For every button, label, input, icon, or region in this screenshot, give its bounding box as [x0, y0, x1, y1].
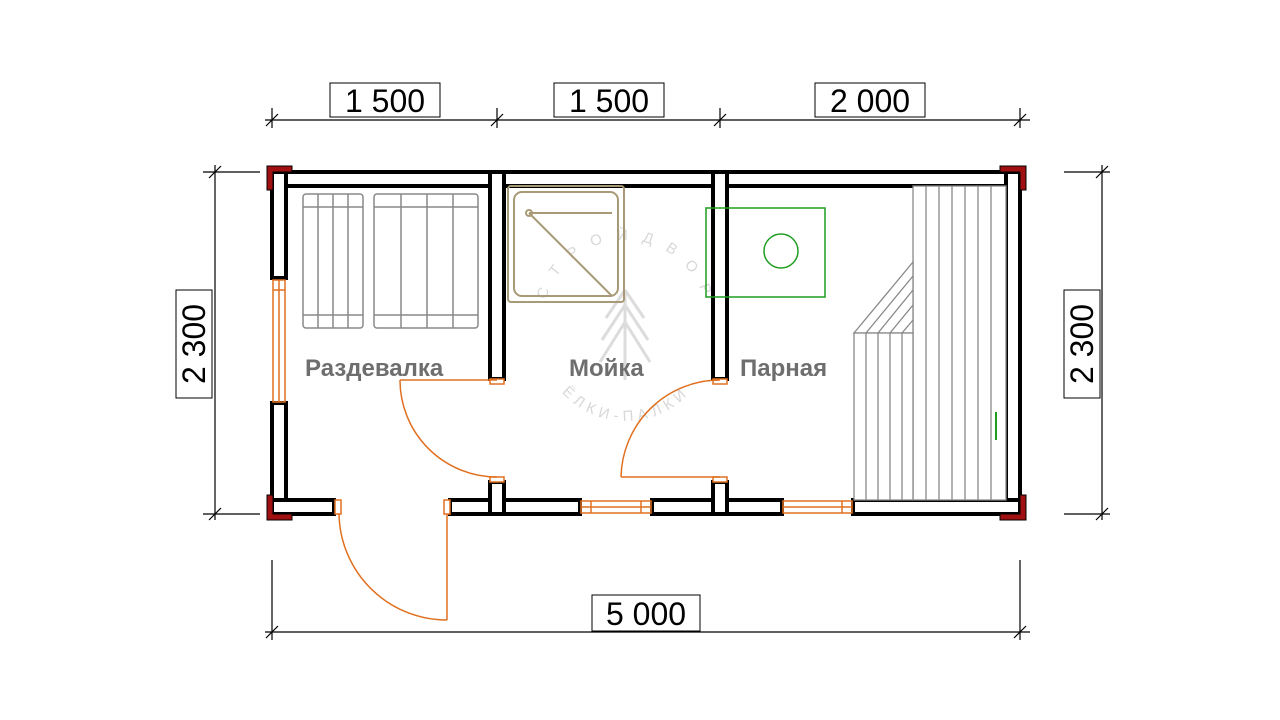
watermark-lower-text: ЁЛКИ-ПАЛКИ — [559, 383, 693, 425]
dim-box-right — [1063, 289, 1101, 399]
dim-box-left — [175, 289, 213, 399]
window-bottom-1 — [580, 500, 652, 514]
corner-post-br — [999, 494, 1027, 521]
watermark-tree-icon — [598, 289, 652, 380]
dim-label-left: 2 300 — [176, 304, 212, 384]
bottom-dimension — [265, 560, 1030, 640]
right-dimension — [1064, 165, 1110, 521]
wall-bottom-mid-a — [448, 498, 582, 516]
dim-label-top-1: 1 500 — [345, 83, 425, 119]
stove — [705, 207, 826, 298]
window-left — [272, 279, 286, 403]
corner-posts — [266, 165, 1027, 521]
corner-post-tr — [999, 165, 1027, 191]
dim-box-bottom — [591, 594, 701, 632]
dim-box-top-2 — [553, 82, 665, 118]
door-dressing-to-wash[interactable] — [399, 378, 505, 483]
corner-post-bl — [266, 494, 293, 521]
shower-tray — [507, 185, 625, 303]
dim-label-bottom: 5 000 — [606, 596, 686, 632]
bench-2 — [373, 193, 479, 329]
left-dimension — [203, 165, 260, 521]
room-label-dressing: Раздевалка — [305, 355, 444, 382]
wall-joins — [274, 174, 1018, 512]
room-label-steam: Парная — [740, 355, 827, 382]
sauna-shelves — [852, 185, 1007, 501]
wall-left-lower — [270, 401, 288, 516]
corner-post-tl — [266, 165, 293, 191]
wall-left-upper — [270, 170, 288, 280]
room-label-wash: Мойка — [569, 355, 644, 382]
door-entrance[interactable] — [334, 499, 451, 621]
wall-top — [270, 170, 1022, 188]
wall-bottom-right — [851, 498, 1022, 516]
wall-right — [1004, 170, 1022, 516]
dim-label-top-3: 2 000 — [830, 83, 910, 119]
top-dimension-chain — [265, 108, 1030, 128]
partition-2 — [711, 170, 729, 381]
dim-label-top-2: 1 500 — [569, 83, 649, 119]
dim-box-top-1 — [329, 82, 441, 118]
bench-1 — [302, 193, 364, 329]
door-wash-to-steam[interactable] — [620, 378, 728, 483]
dim-label-right: 2 300 — [1064, 304, 1100, 384]
dim-box-top-3 — [814, 82, 926, 118]
window-bottom-2 — [782, 500, 853, 514]
partition-1 — [488, 170, 506, 381]
